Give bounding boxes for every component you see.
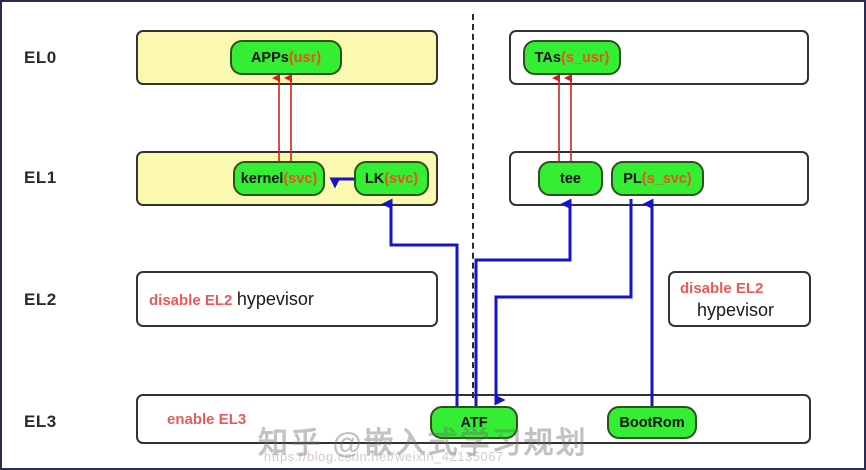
el2-secure-red-text: disable EL2 [680, 280, 764, 297]
node-pl[interactable]: PL(s_svc) [611, 161, 704, 196]
node-kernel[interactable]: kernel(svc) [233, 161, 325, 196]
node-lk-accent: (svc) [384, 170, 419, 187]
node-atf[interactable]: ATF [430, 406, 518, 439]
el2-normal-red-text: disable EL2 [149, 292, 233, 309]
el2-secure-black-text: hypevisor [697, 300, 775, 320]
level-label-el2: EL2 [24, 290, 57, 309]
el3-red-text: enable EL3 [167, 411, 247, 428]
el2-secure-text: disable EL2 hypevisor [680, 279, 774, 322]
node-apps[interactable]: APPs(usr) [230, 40, 342, 75]
el3-text: enable EL3 [167, 411, 246, 429]
node-bootrom-name: BootRom [619, 414, 685, 431]
node-bootrom[interactable]: BootRom [607, 406, 697, 439]
node-tas[interactable]: TAs(s_usr) [523, 40, 621, 75]
secure-world-divider [472, 14, 474, 398]
level-label-el3: EL3 [24, 412, 57, 431]
node-tee[interactable]: tee [538, 161, 603, 196]
node-pl-name: PL [623, 170, 642, 187]
node-kernel-accent: (svc) [283, 170, 318, 187]
node-apps-name: APPs [250, 49, 289, 66]
zone-el2-secure [668, 271, 811, 327]
arrow-pl-to-atf [494, 199, 633, 406]
node-tee-name: tee [560, 170, 581, 187]
el2-normal-text: disable EL2 hypevisor [149, 289, 314, 310]
arrow-atf-to-tee [474, 198, 572, 406]
node-lk-name: LK [364, 170, 385, 187]
node-lk[interactable]: LK(svc) [354, 161, 429, 196]
node-kernel-name: kernel [240, 170, 284, 187]
level-label-el1: EL1 [24, 168, 57, 187]
watermark-sub: https://blog.csdn.net/weixin_42135067 [264, 449, 504, 464]
node-apps-accent: (usr) [288, 49, 322, 66]
node-tas-accent: (s_usr) [560, 49, 610, 66]
level-label-el0: EL0 [24, 48, 57, 67]
zone-el2-normal [136, 271, 438, 327]
node-atf-name: ATF [460, 414, 488, 431]
node-pl-accent: (s_svc) [641, 170, 692, 187]
node-tas-name: TAs [534, 49, 561, 66]
el2-normal-black-text: hypevisor [236, 289, 314, 309]
